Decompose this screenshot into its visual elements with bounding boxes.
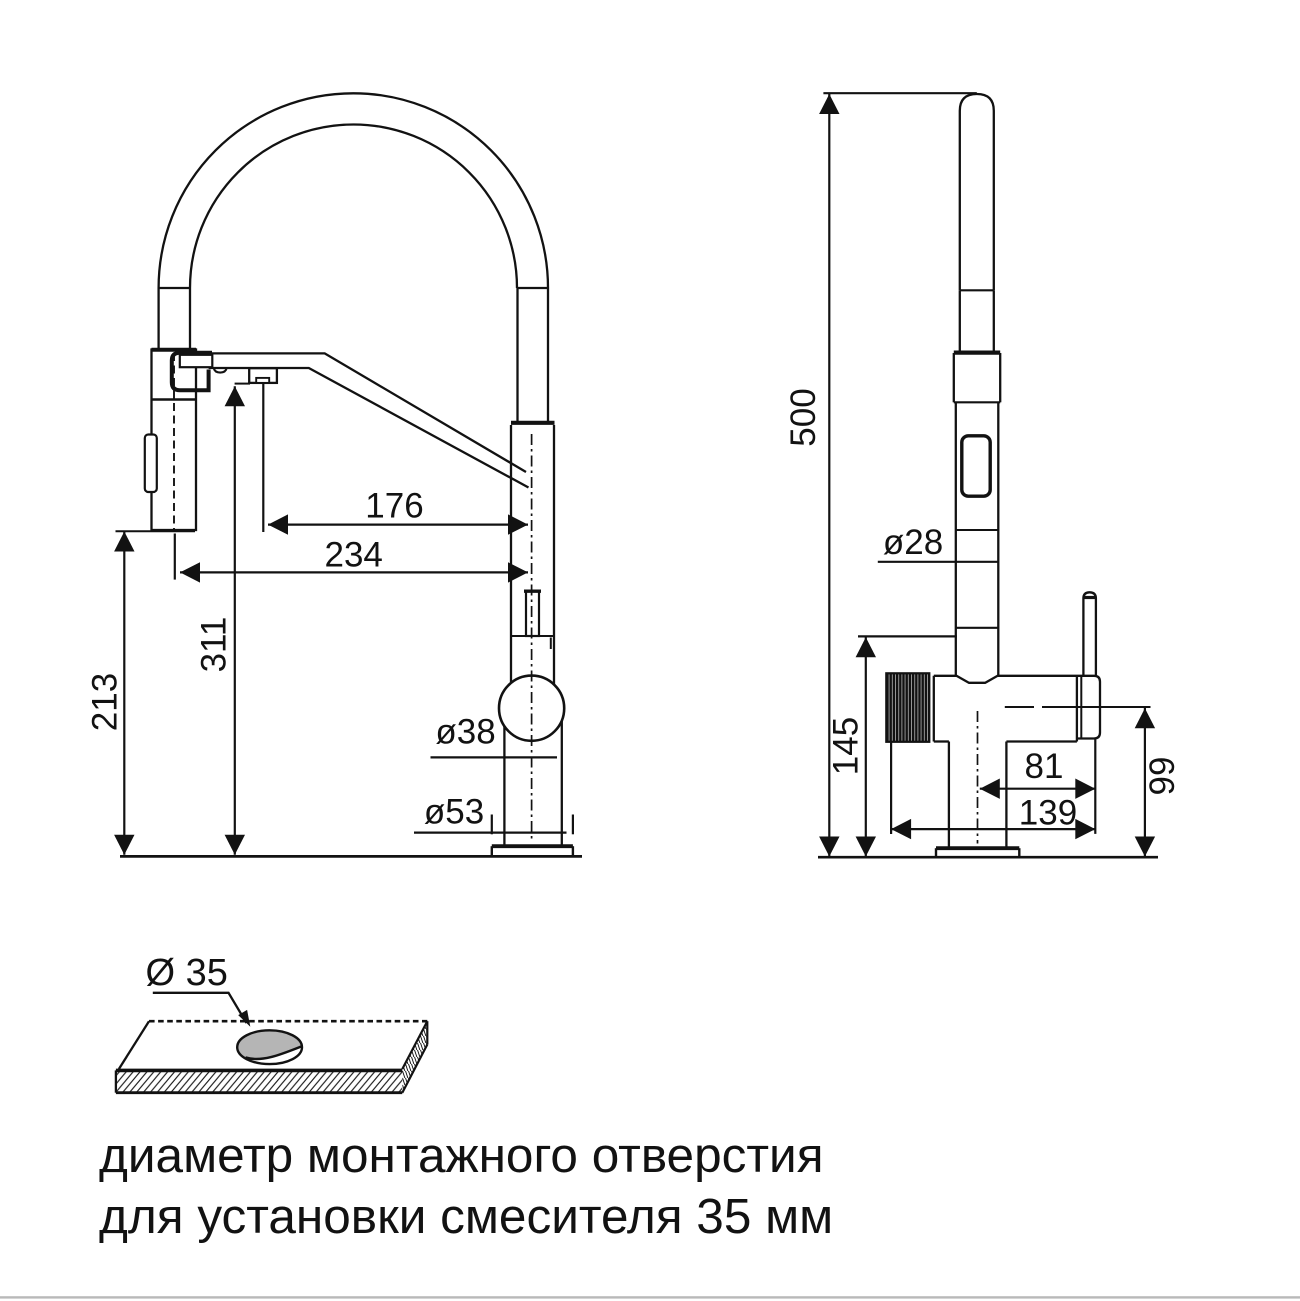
- svg-text:145: 145: [827, 717, 866, 775]
- svg-text:213: 213: [86, 673, 125, 731]
- svg-text:ø53: ø53: [424, 793, 484, 832]
- svg-text:81: 81: [1025, 747, 1064, 786]
- svg-text:176: 176: [365, 486, 423, 525]
- svg-text:ø28: ø28: [883, 523, 943, 562]
- svg-text:500: 500: [784, 388, 823, 446]
- svg-text:Ø 35: Ø 35: [146, 952, 228, 994]
- svg-text:234: 234: [324, 536, 382, 575]
- svg-text:139: 139: [1019, 793, 1077, 832]
- svg-text:для установки смесителя 35 мм: для установки смесителя 35 мм: [99, 1189, 833, 1244]
- svg-text:ø38: ø38: [435, 712, 495, 751]
- svg-text:311: 311: [195, 617, 234, 673]
- svg-text:99: 99: [1143, 757, 1182, 796]
- svg-text:диаметр монтажного отверстия: диаметр монтажного отверстия: [99, 1128, 824, 1183]
